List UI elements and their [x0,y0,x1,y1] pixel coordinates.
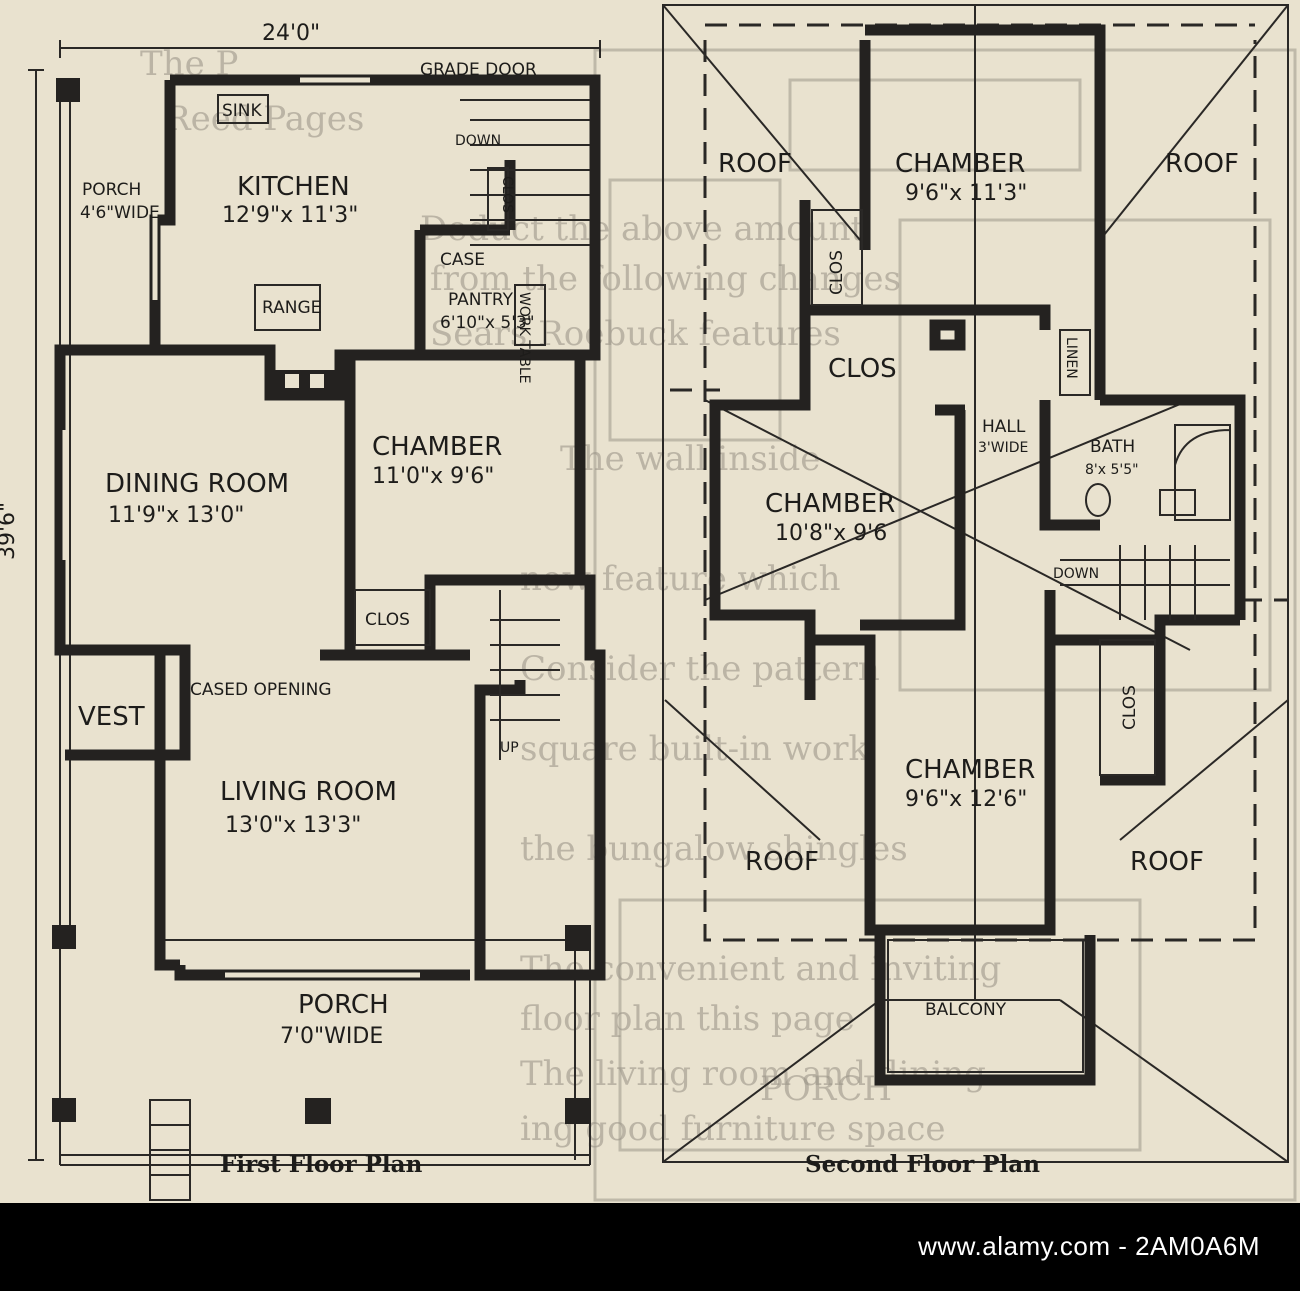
vestibule-label: VEST [78,702,145,732]
roof-bottom-right-label: ROOF [1130,847,1204,877]
stairs-down-upper-label: DOWN [1053,566,1099,582]
linen-box [1059,329,1091,396]
work-table-box [514,284,546,346]
porch-column [52,925,76,949]
balcony-outline [874,935,1096,1086]
porch-column [565,1098,591,1124]
svg-text:Consider the pattern: Consider the pattern [520,649,880,689]
stair-symbol-upper [1060,545,1230,620]
balcony-label: BALCONY [925,1000,1007,1020]
lavatory-symbol [1159,489,1196,516]
svg-text:PORCH: PORCH [760,1069,892,1109]
front-porch-name: PORCH [298,990,389,1020]
sink-box [217,94,269,124]
sink-label: SINK [222,101,263,121]
bath-dim: 8'x 5'5" [1085,462,1139,478]
grade-door-label: GRADE DOOR [420,60,537,80]
toilet-symbol [1085,483,1111,517]
chamber-top-dim: 9'6"x 11'3" [905,181,1027,206]
work-table-label: WORK TABLE [516,292,532,384]
linen-label: LINEN [1063,337,1079,379]
chamber-closet-label: CLOS [365,610,410,630]
porch-column [52,1098,76,1122]
watermark-bar: www.alamy.com - 2AM0A6M [0,1203,1300,1291]
chamber-mid-dim: 10'8"x 9'6 [775,521,887,546]
svg-text:the bungalow shingles: the bungalow shingles [520,829,908,869]
svg-text:Sears Roebuck features: Sears Roebuck features [430,314,841,354]
chamber-name: CHAMBER [372,432,502,462]
bleed-through-layer: The P Reed Pages Deduct the above amount… [140,44,1297,1202]
svg-text:from the following changes: from the following changes [430,259,901,299]
closet-right-label: CLOS [1120,685,1140,730]
svg-text:The wall inside: The wall inside [560,439,820,479]
first-floor-caption: First Floor Plan [220,1151,423,1178]
dining-room-name: DINING ROOM [105,469,289,499]
side-porch-dim: 4'6"WIDE [80,203,160,223]
kitchen-closet-box [487,167,509,231]
closet-mid-label: CLOS [828,354,897,384]
range-box [254,284,321,331]
chamber-mid-name: CHAMBER [765,489,895,519]
svg-text:The convenient and inviting: The convenient and inviting [520,949,1001,989]
second-floor-plan: ROOF ROOF ROOF ROOF CHAMBER 9'6"x 11'3" … [662,4,1289,1178]
closet-left-box [811,209,863,306]
svg-text:The living room and dining: The living room and dining [520,1054,986,1094]
pantry-dim: 6'10"x 5'3" [440,313,535,333]
range-label: RANGE [262,298,321,318]
hall-dim: 3'WIDE [978,440,1028,456]
chamber-top-name: CHAMBER [895,149,1025,179]
svg-text:Reed Pages: Reed Pages [165,99,364,139]
balcony-inner [887,939,1084,1073]
front-porch-dim: 7'0"WIDE [280,1024,383,1049]
kitchen-dim: 12'9"x 11'3" [222,203,358,228]
living-room-dim: 13'0"x 13'3" [225,813,361,838]
pantry-name: PANTRY [448,290,514,310]
porch-column [56,78,80,102]
bath-name: BATH [1090,437,1135,457]
svg-text:square built-in work: square built-in work [520,729,870,769]
hall-name: HALL [982,417,1026,437]
chamber-bottom-name: CHAMBER [905,755,1035,785]
porch-column [305,1098,331,1124]
kitchen-closet-label: CLOS [499,176,515,213]
dining-room-dim: 11'9"x 13'0" [108,503,244,528]
first-floor-width: 24'0" [262,21,320,46]
first-floor-depth: 39'6" [0,502,20,560]
roof-bottom-left-label: ROOF [745,847,819,877]
case-label: CASE [440,250,485,270]
stairs-down-label: DOWN [455,133,501,149]
porch-column [565,925,591,951]
floor-plans-drawing: The P Reed Pages Deduct the above amount… [0,4,1297,1202]
stair-symbol [460,99,590,760]
roof-top-left-label: ROOF [718,149,792,179]
first-floor-plan: 24'0" 39'6" GRADE DOOR SINK DOWN CLOS CA… [0,21,606,1201]
living-room-name: LIVING ROOM [220,777,397,807]
chamber-dim: 11'0"x 9'6" [372,464,494,489]
chamber-bottom-dim: 9'6"x 12'6" [905,787,1027,812]
stairs-up-label: UP [500,740,519,756]
bathtub-symbol [1174,424,1231,521]
roof-top-right-label: ROOF [1165,149,1239,179]
chamber-closet-box [354,589,431,646]
kitchen-name: KITCHEN [237,172,350,202]
closet-left-label: CLOS [827,250,847,295]
svg-text:floor plan this page: floor plan this page [520,999,855,1039]
side-porch-name: PORCH [82,180,141,200]
cased-opening-label: CASED OPENING [190,680,332,700]
watermark-text: www.alamy.com - 2AM0A6M [918,1231,1260,1261]
second-floor-caption: Second Floor Plan [805,1151,1040,1178]
closet-right-box [1099,639,1156,776]
